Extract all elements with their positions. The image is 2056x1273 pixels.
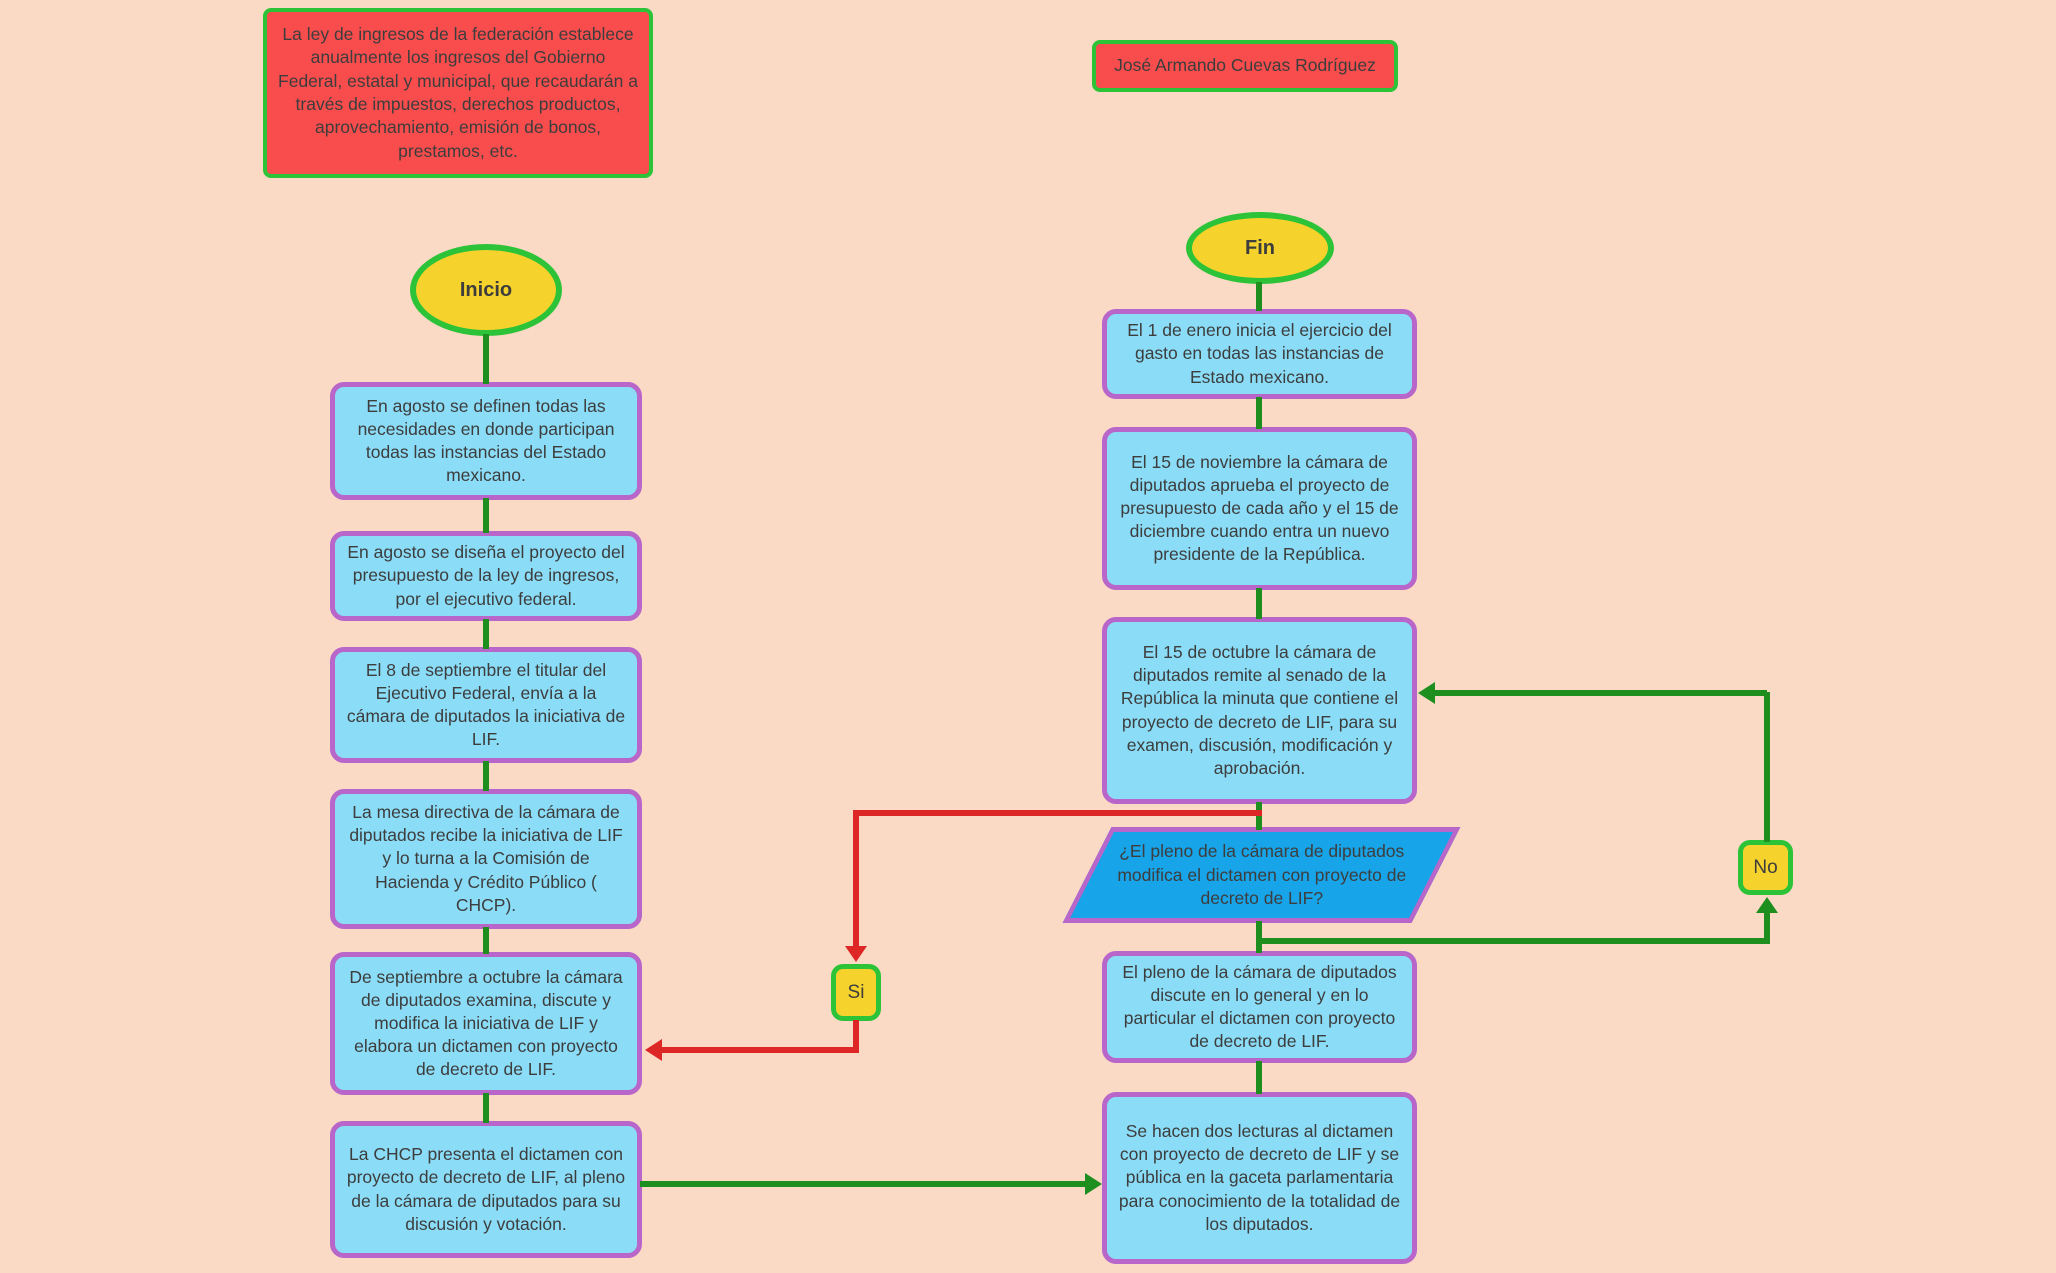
left6-right5-arrowhead: [1085, 1173, 1102, 1195]
si-branch-down-arrowhead: [845, 946, 867, 962]
process-step-left-2: En agosto se diseña el proyecto del pres…: [330, 531, 642, 621]
connector-left5-left6: [483, 1093, 489, 1123]
process-step-right-1: El 1 de enero inicia el ejercicio del ga…: [1102, 309, 1417, 399]
process-step-left-2-text: En agosto se diseña el proyecto del pres…: [347, 542, 625, 609]
connector-end-right1: [1256, 282, 1262, 311]
start-terminator: Inicio: [410, 244, 562, 336]
process-step-left-4: La mesa directiva de la cámara de diputa…: [330, 789, 642, 929]
process-step-left-5-text: De septiembre a octubre la cámara de dip…: [349, 966, 623, 1080]
connector-left3-left4: [483, 761, 489, 791]
start-label: Inicio: [459, 278, 513, 301]
yes-branch-label: Si: [831, 964, 881, 1021]
process-step-right-4: El pleno de la cámara de diputados discu…: [1102, 951, 1417, 1063]
process-step-right-4-text: El pleno de la cámara de diputados discu…: [1122, 961, 1397, 1052]
process-step-right-2: El 15 de noviembre la cámara de diputado…: [1102, 427, 1417, 590]
process-step-right-1-text: El 1 de enero inicia el ejercicio del ga…: [1127, 320, 1392, 387]
process-step-left-5: De septiembre a octubre la cámara de dip…: [330, 952, 642, 1095]
process-step-left-3-text: El 8 de septiembre el titular del Ejecut…: [346, 659, 626, 750]
yes-label-text: Si: [847, 981, 865, 1003]
connector-right3-decision: [1256, 802, 1262, 830]
connector-si-branch-vertical-below: [853, 1020, 859, 1050]
si-branch-left-arrowhead: [645, 1039, 662, 1061]
intro-note-box: La ley de ingresos de la federación esta…: [263, 8, 653, 178]
process-step-left-3: El 8 de septiembre el titular del Ejecut…: [330, 647, 642, 763]
no-branch-up-arrowhead: [1756, 897, 1778, 913]
no-branch-left-arrowhead: [1418, 682, 1435, 704]
author-name-box: José Armando Cuevas Rodríguez: [1092, 40, 1398, 92]
connector-right4-right5: [1256, 1061, 1262, 1094]
end-label: Fin: [1245, 236, 1275, 259]
connector-si-branch-vertical: [853, 810, 859, 947]
process-step-right-5: Se hacen dos lecturas al dictamen con pr…: [1102, 1092, 1417, 1264]
process-step-left-6-text: La CHCP presenta el dictamen con proyect…: [346, 1144, 626, 1234]
process-step-left-4-text: La mesa directiva de la cámara de diputa…: [349, 802, 623, 915]
connector-no-branch-horizontal-top: [1434, 690, 1767, 696]
no-branch-label: No: [1738, 840, 1793, 895]
connector-start-left1: [483, 334, 489, 384]
connector-left1-left2: [483, 498, 489, 533]
process-step-left-1: En agosto se definen todas las necesidad…: [330, 382, 642, 500]
connector-decision-right4: [1256, 921, 1262, 953]
connector-no-branch-vertical-above: [1764, 692, 1770, 842]
author-name-text: José Armando Cuevas Rodríguez: [1114, 55, 1376, 76]
connector-left4-left5: [483, 927, 489, 954]
decision-parallelogram: ¿El pleno de la cámara de diputados modi…: [1062, 827, 1461, 923]
connector-right1-right2: [1256, 397, 1262, 429]
process-step-left-6: La CHCP presenta el dictamen con proyect…: [330, 1121, 642, 1258]
connector-no-branch-vertical-below: [1764, 911, 1770, 941]
process-step-right-3-text: El 15 de octubre la cámara de diputados …: [1120, 642, 1399, 778]
connector-si-branch-horizontal-bottom: [662, 1047, 859, 1053]
process-step-right-3: El 15 de octubre la cámara de diputados …: [1102, 617, 1417, 804]
process-step-right-2-text: El 15 de noviembre la cámara de diputado…: [1120, 451, 1399, 565]
connector-si-branch-horizontal-top: [853, 810, 1262, 816]
connector-right2-right3: [1256, 588, 1262, 619]
no-label-text: No: [1753, 856, 1778, 878]
end-terminator: Fin: [1186, 212, 1334, 284]
intro-note-text: La ley de ingresos de la federación esta…: [278, 24, 638, 161]
decision-text: ¿El pleno de la cámara de diputados modi…: [1117, 840, 1406, 908]
process-step-right-5-text: Se hacen dos lecturas al dictamen con pr…: [1118, 1121, 1401, 1234]
connector-left2-left3: [483, 619, 489, 649]
connector-no-branch-horizontal-bottom: [1256, 938, 1770, 944]
process-step-left-1-text: En agosto se definen todas las necesidad…: [357, 395, 615, 486]
connector-left6-right5: [640, 1181, 1086, 1187]
